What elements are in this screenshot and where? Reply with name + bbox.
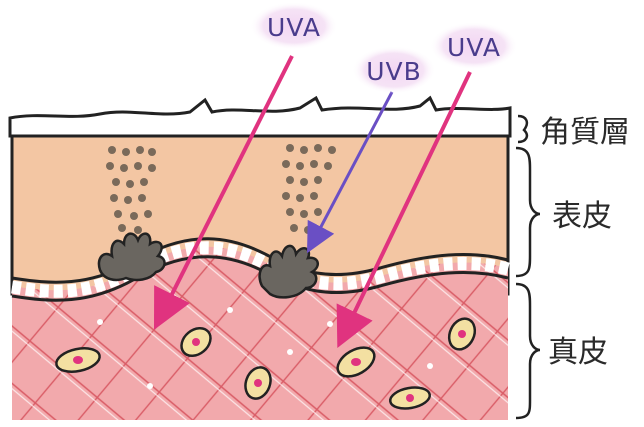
- uva-label-left: UVA: [267, 13, 321, 42]
- epidermis-bracket: [516, 148, 540, 276]
- dermis-bracket: [516, 284, 540, 418]
- uvb-label: UVB: [366, 57, 422, 86]
- dermis-label: 真皮: [548, 335, 608, 370]
- uva-label-right: UVA: [447, 33, 501, 62]
- epidermis-label: 表皮: [552, 199, 612, 234]
- stratum-corneum-label: 角質層: [540, 115, 630, 150]
- stratum-corneum-bracket: [518, 116, 527, 142]
